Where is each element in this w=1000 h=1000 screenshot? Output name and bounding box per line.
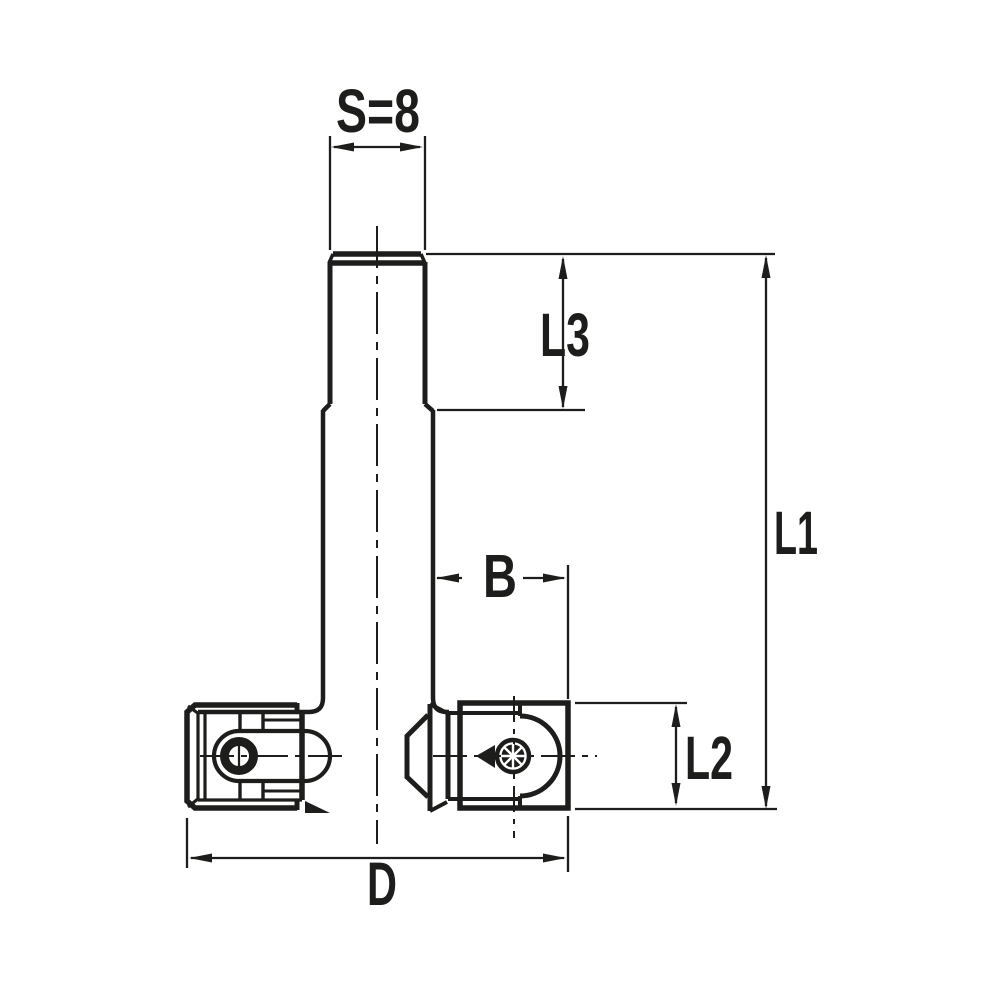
label-shank-diameter: S=8 — [336, 77, 420, 145]
left-block-outer-body — [184, 702, 297, 811]
left-insert-block — [184, 702, 333, 813]
arrowhead-right — [543, 573, 566, 583]
arrowhead-left — [331, 142, 354, 152]
arrowhead-up — [761, 255, 771, 278]
chip-pocket-face — [404, 713, 430, 799]
neck-left-edge-with-fillet — [198, 410, 326, 715]
right-insert-block — [404, 700, 571, 813]
label-d: D — [367, 850, 397, 918]
dimension-b: B — [436, 542, 570, 699]
arrowhead-up — [558, 256, 568, 279]
right-clamp-screw-icon — [494, 737, 532, 775]
shank-top-chamfers — [327, 253, 427, 264]
shank-step-left — [321, 402, 332, 413]
right-clamp-top-bottom-edges — [448, 711, 520, 801]
left-clamp-step-lines — [263, 718, 302, 793]
right-block-outer-body — [457, 700, 571, 811]
dimension-shank-diameter: S=8 — [328, 77, 427, 250]
arrowhead-left — [189, 853, 212, 863]
label-l3: L3 — [540, 301, 590, 369]
dimension-d: D — [185, 816, 570, 918]
arrowhead-down — [671, 783, 681, 806]
arrowhead-down — [558, 386, 568, 409]
left-block-inner-left-edges — [196, 712, 207, 800]
shank-outline — [198, 251, 449, 715]
arrowhead-up — [671, 704, 681, 727]
dimension-l1: L1 — [426, 252, 818, 809]
arrowhead-left — [436, 573, 459, 583]
left-knife-edges — [238, 712, 265, 800]
right-knife-bevels — [429, 702, 448, 813]
shank-step-right — [423, 402, 435, 413]
label-l1: L1 — [774, 499, 818, 567]
arrowhead-right — [543, 853, 566, 863]
label-l2: L2 — [685, 724, 733, 792]
dimension-l2: L2 — [575, 701, 777, 811]
centerlines — [200, 226, 597, 844]
label-b: B — [483, 542, 517, 610]
arrowhead-down — [761, 786, 771, 809]
neck-right-edge-with-fillet — [430, 410, 449, 715]
dimension-l3: L3 — [437, 256, 590, 412]
left-cutting-tooth — [305, 801, 330, 813]
right-slot-round-end — [519, 713, 563, 799]
right-screw-cone-tip — [476, 745, 495, 768]
left-insert-slot — [211, 728, 333, 784]
right-screw-star-slots — [501, 744, 525, 768]
arrowhead-right — [400, 142, 423, 152]
